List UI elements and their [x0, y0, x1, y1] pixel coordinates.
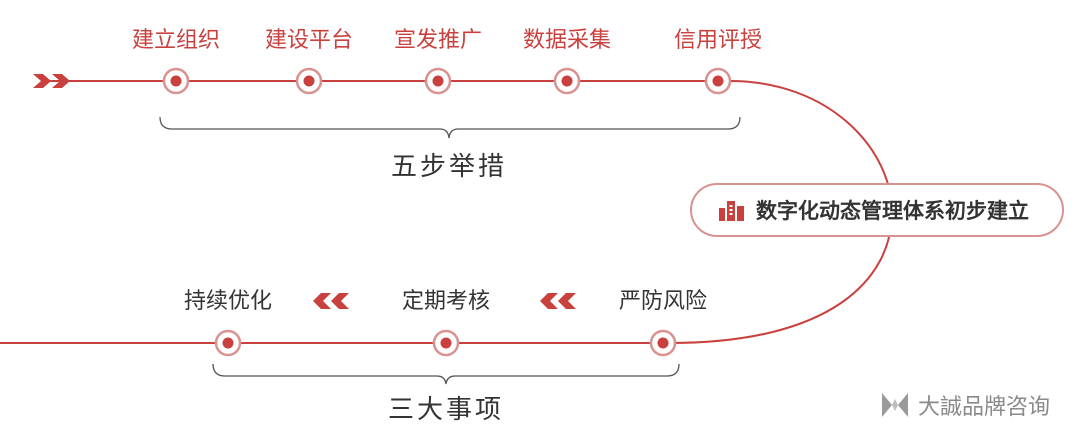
bottom-brace [212, 363, 680, 385]
watermark-text: 大誠品牌咨询 [918, 395, 1051, 420]
item-label-1: 持续优化 [183, 289, 273, 314]
item-node-2 [432, 329, 460, 357]
step-node-4 [553, 67, 581, 95]
step-node-2 [295, 67, 323, 95]
step-label-4: 数据采集 [522, 28, 612, 53]
brand-logo-icon [882, 393, 908, 417]
bar-chart-icon [719, 201, 744, 221]
item-label-2: 定期考核 [401, 289, 491, 314]
step-node-1 [162, 67, 190, 95]
start-chevrons-icon [33, 74, 70, 88]
left-chevrons-icon-1 [313, 293, 349, 309]
top-brace [159, 116, 741, 139]
step-label-1: 建立组织 [131, 28, 221, 53]
item-node-3 [649, 329, 677, 357]
item-label-3: 严防风险 [618, 289, 708, 314]
step-node-5 [704, 67, 732, 95]
result-label: 数字化动态管理体系初步建立 [756, 199, 1029, 223]
step-label-3: 宣发推广 [393, 28, 483, 53]
bottom-group-title: 三大事项 [387, 395, 505, 425]
step-label-5: 信用评授 [673, 28, 763, 53]
top-group-title: 五步举措 [390, 152, 508, 182]
step-label-2: 建设平台 [264, 28, 354, 53]
watermark: 大誠品牌咨询 [880, 388, 1050, 422]
item-node-1 [214, 329, 242, 357]
left-chevrons-icon-2 [540, 293, 576, 309]
result-badge: 数字化动态管理体系初步建立 [690, 183, 1064, 237]
step-node-3 [424, 67, 452, 95]
